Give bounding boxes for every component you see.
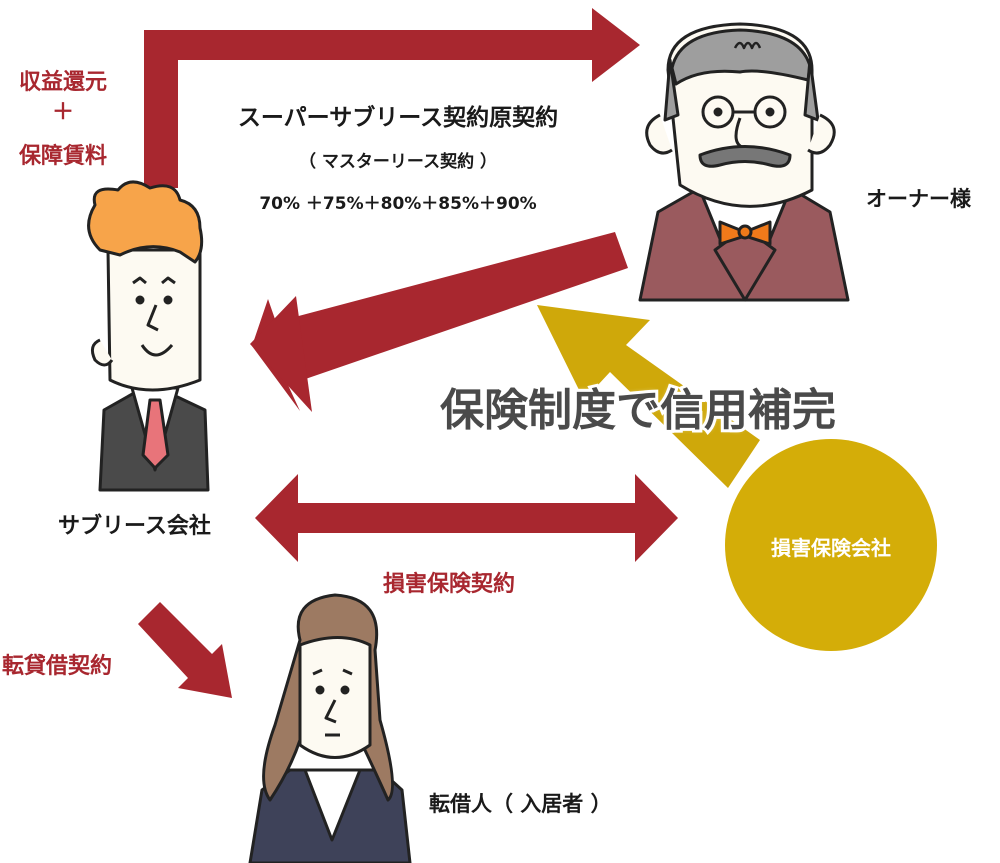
insurance-company-circle — [725, 439, 937, 651]
insurance-banner-text: 保険制度で信用補完 — [437, 382, 839, 439]
guarantee-rent-label: 保障賃料 — [18, 144, 107, 169]
tenant-illustration — [248, 593, 412, 863]
profit-return-label: 収益還元 — [18, 70, 107, 95]
owner-illustration — [638, 22, 850, 302]
sublease-company-label: サブリース会社 — [58, 514, 211, 539]
lease-flow-arrow — [250, 232, 628, 412]
credit-support-arrow — [537, 305, 760, 488]
sublease-arrow — [138, 602, 232, 698]
contract-title: スーパーサブリース契約原契約 — [237, 105, 559, 131]
plus-sign-label: ＋ — [51, 100, 74, 125]
insurance-company-label: 損害保険会社 — [771, 536, 891, 560]
insurance-contract-label: 損害保険契約 — [383, 572, 516, 597]
sublease-contract-label: 転貸借契約 — [2, 654, 113, 679]
rent-flow-arrow — [144, 8, 640, 188]
rent-percentages: 70% ＋75%＋80%＋85%＋90% — [259, 194, 537, 214]
contract-subtitle: （ マスターリース契約 ） — [299, 152, 497, 172]
sublease-staff-illustration — [87, 180, 210, 492]
insurance-contract-arrow — [255, 474, 678, 562]
tenant-label: 転借人（ 入居者 ） — [429, 792, 612, 816]
owner-label: オーナー様 — [866, 187, 971, 211]
